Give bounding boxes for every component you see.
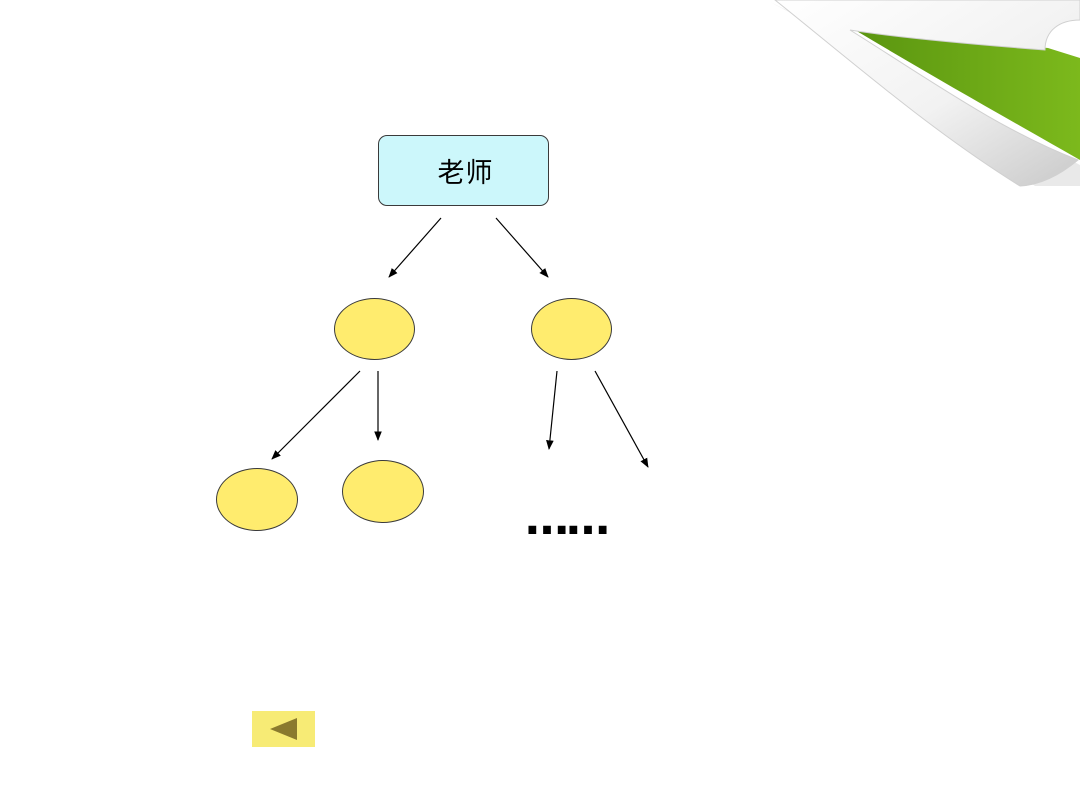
continuation-ellipsis: …… [525, 494, 610, 545]
arrow-root-to-left [388, 217, 442, 278]
arrow-right-to-child2 [594, 370, 649, 468]
level1-node-right [531, 298, 612, 360]
back-button[interactable] [252, 711, 315, 747]
arrow-root-to-right [495, 217, 549, 278]
root-node: 老师 [378, 135, 549, 206]
triangle-left-icon [269, 718, 297, 740]
level2-node-2 [342, 460, 424, 523]
arrow-right-to-child1 [546, 370, 558, 450]
arrow-left-to-child1 [271, 370, 361, 460]
root-node-label: 老师 [437, 158, 494, 189]
level1-node-left [334, 298, 415, 360]
level2-node-1 [216, 468, 298, 531]
